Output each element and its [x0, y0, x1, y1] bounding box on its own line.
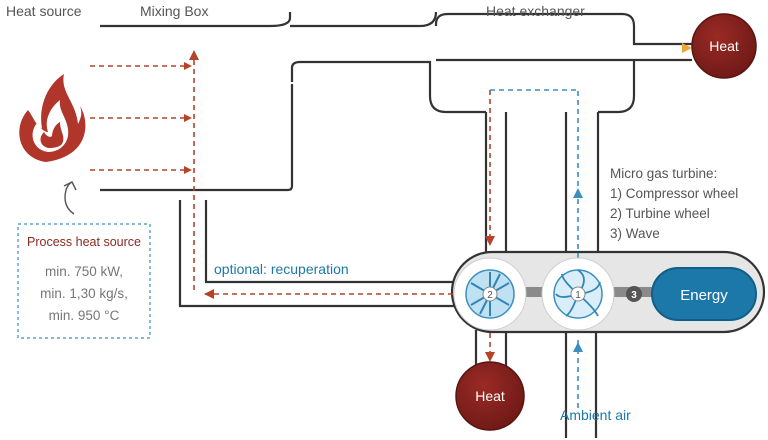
- wheel-2-badge: [482, 286, 498, 302]
- arrowhead-source-3: [184, 166, 192, 174]
- process-heat-box: Process heat source min. 750 kW, min. 1,…: [17, 223, 151, 339]
- process-box-line: min. 950 °C: [49, 308, 120, 323]
- energy-output: Energy: [651, 267, 757, 321]
- arrowhead-ambient-up: [573, 342, 583, 352]
- heat-output-top: Heat: [691, 13, 757, 79]
- flow-arrowheads: [184, 43, 692, 362]
- heat-exchanger-label: Heat exchanger: [486, 3, 585, 19]
- duct-lines: [100, 11, 692, 438]
- turbine-info-item: 1) Compressor wheel: [610, 186, 738, 201]
- turbine-info: Micro gas turbine: 1) Compressor wheel 2…: [610, 166, 738, 241]
- shaft-number: 3: [631, 290, 637, 301]
- heat-source-label: Heat source: [6, 3, 82, 19]
- ambient-air-label: Ambient air: [560, 407, 631, 423]
- recup-inner: [204, 200, 454, 284]
- heat-bottom-label: Heat: [475, 388, 505, 404]
- arrowhead-exhaust-down: [485, 352, 495, 362]
- energy-label: Energy: [680, 287, 728, 304]
- arrowhead-source-1: [184, 62, 192, 70]
- mixing-box-left: [100, 84, 294, 192]
- turbine-wheel: 2: [453, 257, 527, 331]
- turbine-info-title: Micro gas turbine:: [610, 166, 717, 181]
- process-box-line: min. 750 kW,: [45, 264, 123, 279]
- compressor-wheel: 1: [541, 257, 615, 331]
- heat-output-bottom: Heat: [455, 361, 525, 431]
- arrowhead-compressor-up: [573, 188, 583, 198]
- duct-top-outer: [100, 12, 292, 28]
- turbine-info-item: 2) Turbine wheel: [610, 206, 710, 221]
- wheel-1-number: 1: [575, 290, 581, 301]
- wheel-2-number: 2: [487, 290, 493, 301]
- recup-outer: [178, 200, 454, 308]
- shaft-badge: 3: [626, 286, 642, 302]
- duct-top-inner: [290, 60, 486, 114]
- wheel-1-badge: [570, 286, 586, 302]
- flame-icon: [19, 74, 86, 162]
- arrowhead-recup-left: [204, 289, 214, 299]
- curved-arrow-icon: [63, 181, 77, 215]
- recuperation-label: optional: recuperation: [214, 261, 349, 277]
- turbine-info-item: 3) Wave: [610, 226, 660, 241]
- arrowhead-source-2: [184, 114, 192, 122]
- hx-top: [434, 12, 692, 46]
- arrowhead-hx-down: [485, 236, 495, 246]
- hot-gas-flow: [90, 47, 682, 408]
- arrowhead-top-right: [682, 43, 692, 53]
- process-box-title: Process heat source: [27, 235, 141, 249]
- arrowhead-mixing-up: [189, 50, 199, 60]
- duct-top-line: [290, 11, 438, 28]
- mixing-box-label: Mixing Box: [140, 3, 208, 19]
- hx-bottom-right: [598, 60, 636, 114]
- heat-top-label: Heat: [709, 38, 739, 54]
- process-box-line: min. 1,30 kg/s,: [40, 286, 128, 301]
